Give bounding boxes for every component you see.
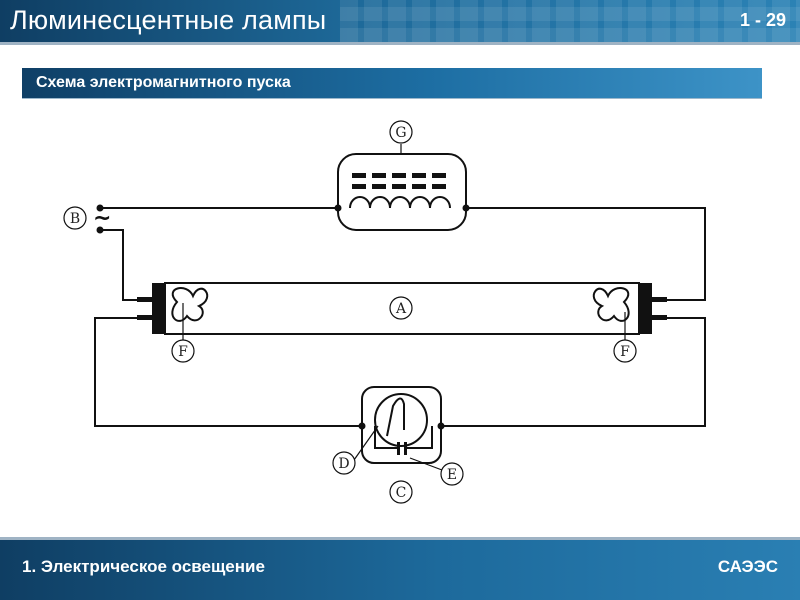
slide-footer: 1. Электрическое освещение САЭЭС — [0, 540, 800, 600]
starter-capacitor-plate-2 — [404, 442, 407, 455]
page-number: 1 - 29 — [739, 10, 786, 30]
label-f-left: F — [178, 344, 188, 360]
ballast-coil — [349, 196, 451, 209]
tube-pin-right-bottom — [652, 315, 667, 320]
label-e: E — [447, 467, 457, 483]
tube-pin-left-top — [137, 297, 152, 302]
wire-supply — [100, 229, 152, 301]
label-a: A — [395, 301, 407, 317]
label-c: C — [396, 485, 407, 501]
footer-rule — [0, 537, 800, 540]
filament-left — [171, 287, 209, 322]
ballast-case — [337, 153, 467, 231]
header-rule — [0, 42, 800, 45]
wire-top — [100, 207, 706, 301]
header-pattern — [340, 0, 800, 42]
tube-cap-left — [152, 283, 165, 334]
footer-org: САЭЭС — [717, 557, 778, 576]
ac-symbol: ~ — [93, 206, 111, 231]
label-g: G — [395, 125, 406, 141]
starter-bulb — [374, 393, 428, 447]
tube-pin-left-bottom — [137, 315, 152, 320]
wire-left-loop — [94, 317, 362, 427]
slide-header: Люминесцентные лампы 1 - 29 — [0, 0, 800, 42]
footer-course: 1. Электрическое освещение — [22, 557, 265, 576]
wire-right-loop — [441, 317, 706, 427]
filament-right — [592, 287, 630, 322]
label-d: D — [338, 456, 349, 472]
section-bar: Схема электромагнитного пуска — [22, 68, 762, 99]
label-f-right: F — [620, 344, 630, 360]
starter-capacitor-plate-1 — [397, 442, 400, 455]
section-title: Схема электромагнитного пуска — [36, 74, 291, 91]
starter-bridge — [374, 426, 433, 449]
slide-title: Люминесцентные лампы — [10, 5, 327, 35]
starter-bimetal — [386, 397, 405, 437]
label-b: B — [70, 211, 80, 227]
ballast-core-lines — [352, 173, 446, 189]
tube-pin-right-top — [652, 297, 667, 302]
tube-cap-right — [639, 283, 652, 334]
